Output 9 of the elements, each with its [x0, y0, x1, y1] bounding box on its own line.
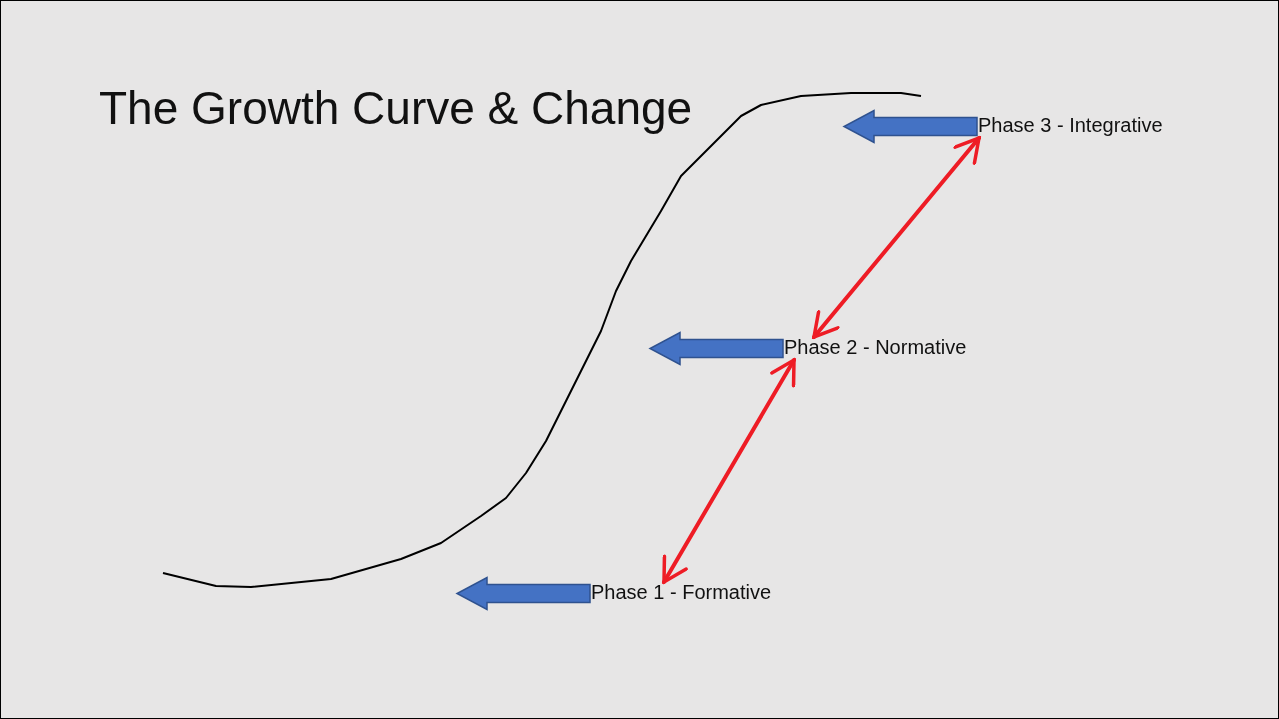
block-arrow [842, 109, 978, 144]
block-arrow [648, 331, 784, 366]
block-arrow [455, 576, 591, 611]
title: The Growth Curve & Change [99, 81, 693, 135]
double-arrow [662, 358, 796, 584]
phase-label: Phase 1 - Formative [591, 581, 772, 604]
double-arrow [812, 136, 981, 339]
phase-label: Phase 2 - Normative [784, 336, 967, 359]
phase-label: Phase 3 - Integrative [978, 114, 1163, 137]
